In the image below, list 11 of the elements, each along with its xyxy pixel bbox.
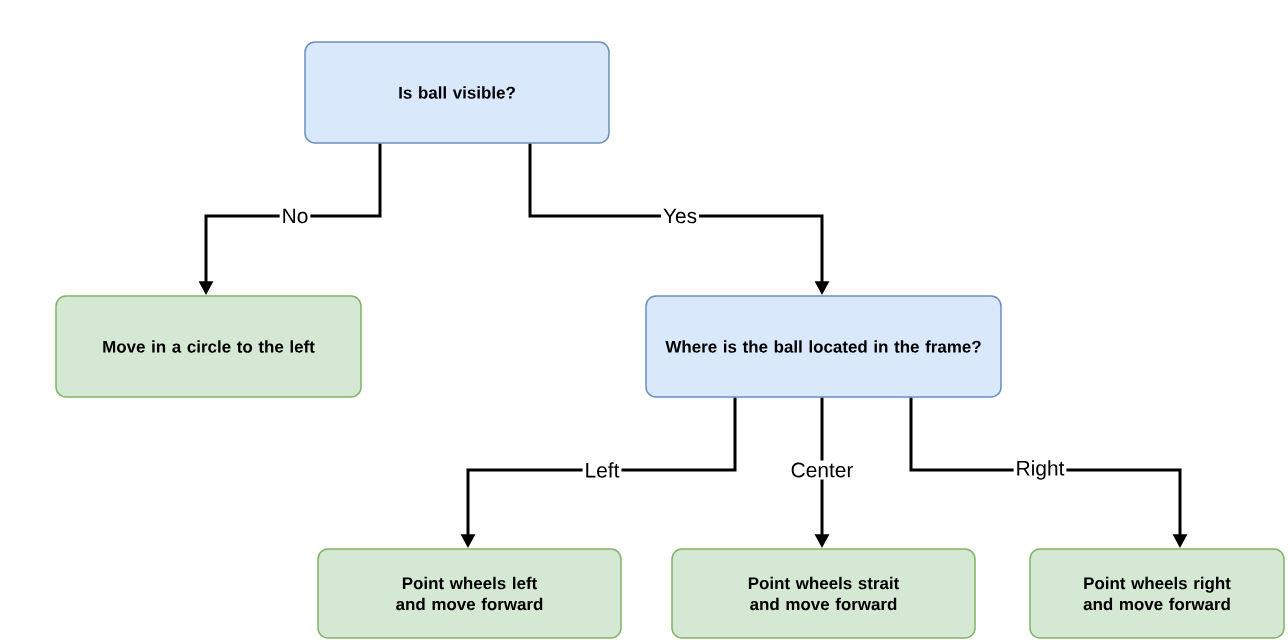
decision-box: Where is the ball located in the frame? (645, 295, 1002, 398)
action-box: Point wheels left and move forward (317, 548, 622, 639)
edge-label: No (279, 206, 311, 226)
action-box: Point wheels right and move forward (1029, 548, 1285, 639)
edge-label: Center (788, 460, 856, 480)
action-box: Move in a circle to the left (55, 295, 362, 398)
action-box: Point wheels strait and move forward (671, 548, 976, 639)
decision-box: Is ball visible? (304, 41, 610, 144)
edge-label: Left (582, 460, 622, 480)
edge-label: Right (1013, 458, 1067, 482)
edge-label: Yes (660, 206, 700, 226)
